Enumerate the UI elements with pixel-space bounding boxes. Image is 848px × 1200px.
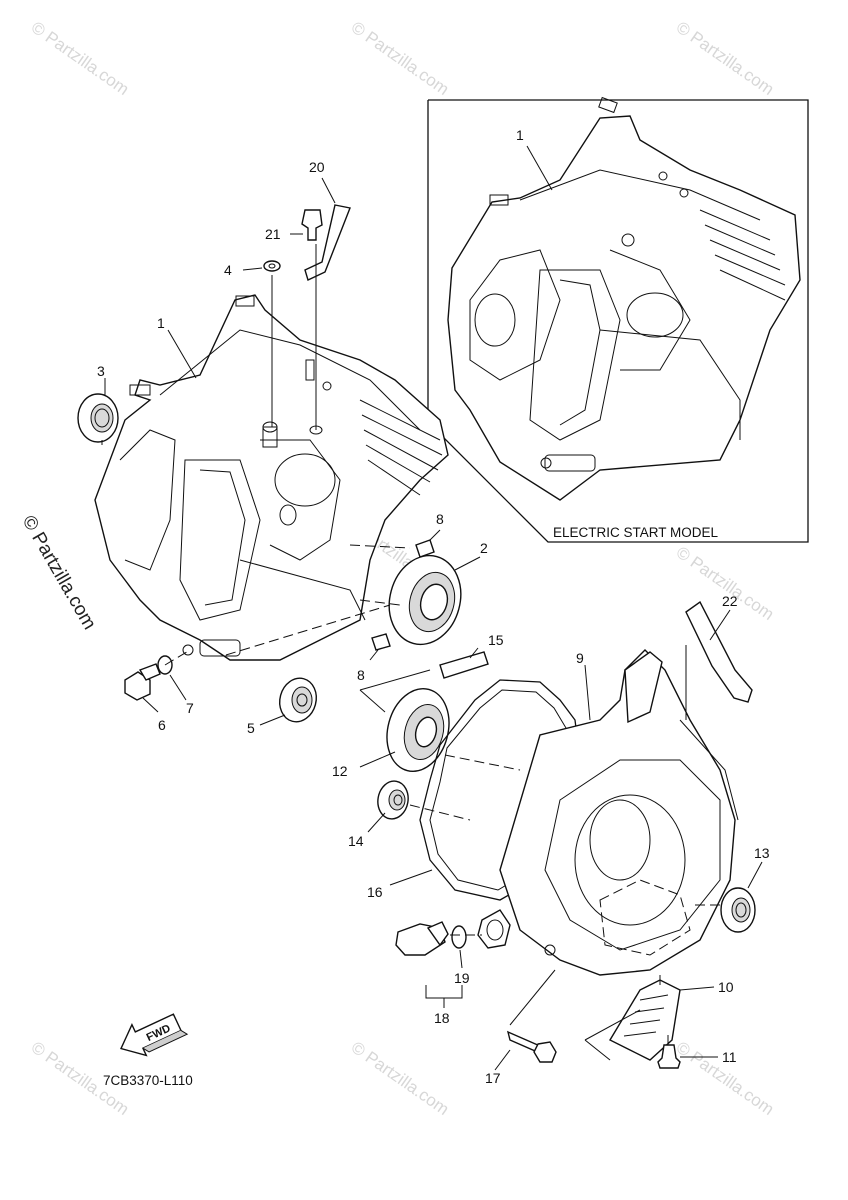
leader-line	[526, 145, 553, 191]
callout-1-inset: 1	[516, 127, 524, 143]
callout-16: 16	[367, 884, 383, 900]
part-21-bolt	[301, 209, 323, 241]
part-8-dowel-upper	[415, 539, 435, 558]
callout-4: 4	[224, 262, 232, 278]
part-13-oil-seal	[720, 887, 756, 933]
callout-18: 18	[434, 1010, 450, 1026]
callout-2: 2	[480, 540, 488, 556]
callout-14: 14	[348, 833, 364, 849]
part-8-dowel-lower	[371, 633, 391, 651]
callout-13: 13	[754, 845, 770, 861]
part-12-bearing	[386, 687, 450, 773]
part-17-bolt	[506, 1030, 557, 1063]
inset-label: ELECTRIC START MODEL	[553, 525, 719, 540]
watermark: © Partzilla.com	[348, 1038, 453, 1119]
callout-7: 7	[186, 700, 194, 716]
callout-8-lower: 8	[357, 667, 365, 683]
part-5-bearing	[279, 677, 317, 723]
callout-19: 19	[454, 970, 470, 986]
callout-8-upper: 8	[436, 511, 444, 527]
crankcase-left	[94, 294, 449, 661]
watermark: © Partzilla.com	[673, 18, 778, 99]
part-19-o-ring	[451, 925, 467, 949]
side-watermark: © Partzilla.com	[18, 512, 100, 633]
part-15-pin	[439, 651, 489, 679]
inset-crankcase	[447, 96, 801, 501]
callout-11: 11	[722, 1049, 737, 1065]
part-22-plate	[685, 600, 753, 703]
part-2-bearing	[388, 554, 462, 646]
callouts: 1 2 3 4 5 6 7 8 8 9 10 11 12 13 14 15 16…	[97, 159, 770, 1086]
part-18-filler-cap	[395, 921, 449, 956]
watermark: © Partzilla.com	[28, 18, 133, 99]
callout-22: 22	[722, 593, 738, 609]
part-6-drain-bolt	[124, 663, 161, 701]
callout-17: 17	[485, 1070, 501, 1086]
callout-12: 12	[332, 763, 348, 779]
watermark: © Partzilla.com	[348, 18, 453, 99]
inset-frame	[427, 99, 809, 543]
callout-1: 1	[157, 315, 165, 331]
callout-3: 3	[97, 363, 105, 379]
callout-21: 21	[265, 226, 281, 242]
part-10-guide	[609, 979, 681, 1061]
callout-6: 6	[158, 717, 166, 733]
part-4-washer	[263, 260, 281, 272]
part-20-bracket	[304, 204, 351, 281]
leader-lines	[104, 177, 763, 1071]
fwd-arrow: FWD	[120, 1013, 189, 1057]
callout-9: 9	[576, 650, 584, 666]
part-14-bearing	[377, 780, 409, 820]
callout-10: 10	[718, 979, 734, 995]
part-9-crankcase-cover	[477, 649, 739, 976]
drawing-code: 7CB3370-L110	[103, 1073, 193, 1088]
part-3-oil-seal	[77, 393, 119, 443]
callout-20: 20	[309, 159, 325, 175]
assembly-lines	[101, 440, 722, 1061]
inset-panel: ELECTRIC START MODEL 1	[427, 96, 809, 543]
callout-15: 15	[488, 632, 504, 648]
callout-5: 5	[247, 720, 255, 736]
part-11-bolt	[657, 1044, 681, 1069]
